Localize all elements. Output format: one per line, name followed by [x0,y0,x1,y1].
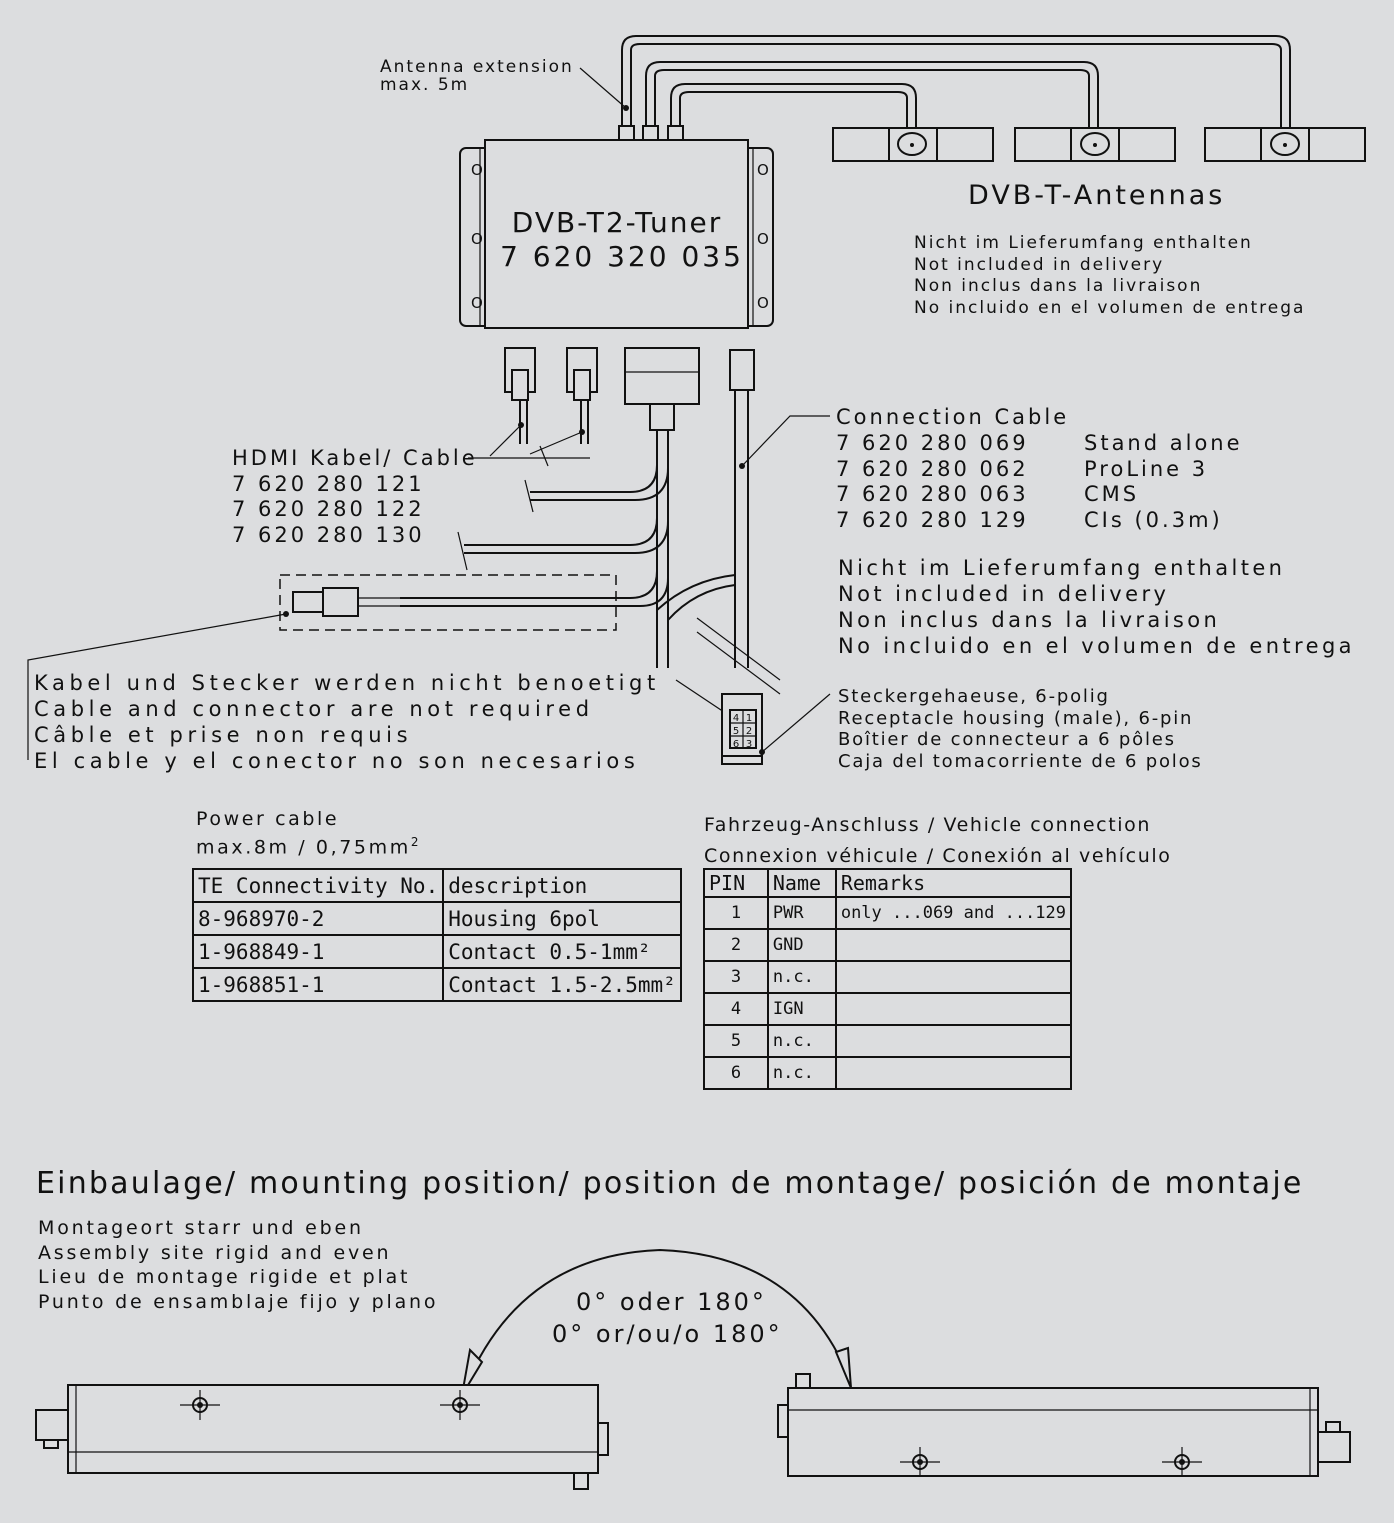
svg-text:O: O [757,161,769,179]
antenna-3 [1204,127,1366,162]
angle-label-1: 0° oder 180° [576,1288,767,1316]
svg-text:O: O [757,230,769,248]
antennas-title: DVB-T-Antennas [968,180,1226,211]
svg-text:O: O [471,161,483,179]
hdmi-connectors [504,347,598,444]
pins-header-remarks: Remarks [834,868,1073,898]
table-row: 1-968849-1 Contact 0.5-1mm² [191,934,682,969]
pin-3: 3 [746,739,752,750]
device-side-view-left [35,1384,609,1490]
connection-cable-leader [741,415,830,467]
device-side-view-right [777,1373,1351,1477]
pin-5: 5 [733,726,739,737]
antenna-2 [1014,127,1176,162]
table-row: 8-968970-2 Housing 6pol [191,901,682,936]
parts-table: TE Connectivity No. description 8-968970… [191,868,682,1002]
svg-text:O: O [471,230,483,248]
pin-6: 6 [733,739,739,750]
pin-1: 1 [746,713,752,724]
mounting-title: Einbaulage/ mounting position/ position … [36,1166,1304,1201]
hdmi-leader [468,424,590,467]
pins-header-name: Name [766,868,837,898]
connection-cable-connector [729,349,755,668]
parts-header-desc: description [442,868,682,903]
power-connector [624,347,700,668]
tuner-name: DVB-T2-Tuner [512,206,723,239]
receptacle-housing: 4 1 5 2 6 3 [675,617,831,765]
antenna-cables [579,35,1291,149]
angle-label-2: 0° or/ou/o 180° [552,1320,783,1348]
tuner-box: O O O O O O DVB-T2-Tuner 7 620 320 035 [459,139,774,329]
antenna-1 [832,127,994,162]
pin-2: 2 [746,726,752,737]
rotation-arc [461,1248,852,1396]
branch-cables [27,464,736,760]
table-row: 1-968851-1 Contact 1.5-2.5mm² [191,967,682,1002]
pins-header-pin: PIN [703,868,769,898]
connection-cable-label: Connection Cable [836,405,1070,429]
tuner-part-no: 7 620 320 035 [500,240,744,273]
pin-4: 4 [733,713,739,724]
svg-text:O: O [757,294,769,312]
not-required-note: Kabel und Stecker werden nicht benoetigt… [34,671,660,773]
svg-text:O: O [471,294,483,312]
parts-header-no: TE Connectivity No. [191,868,445,903]
